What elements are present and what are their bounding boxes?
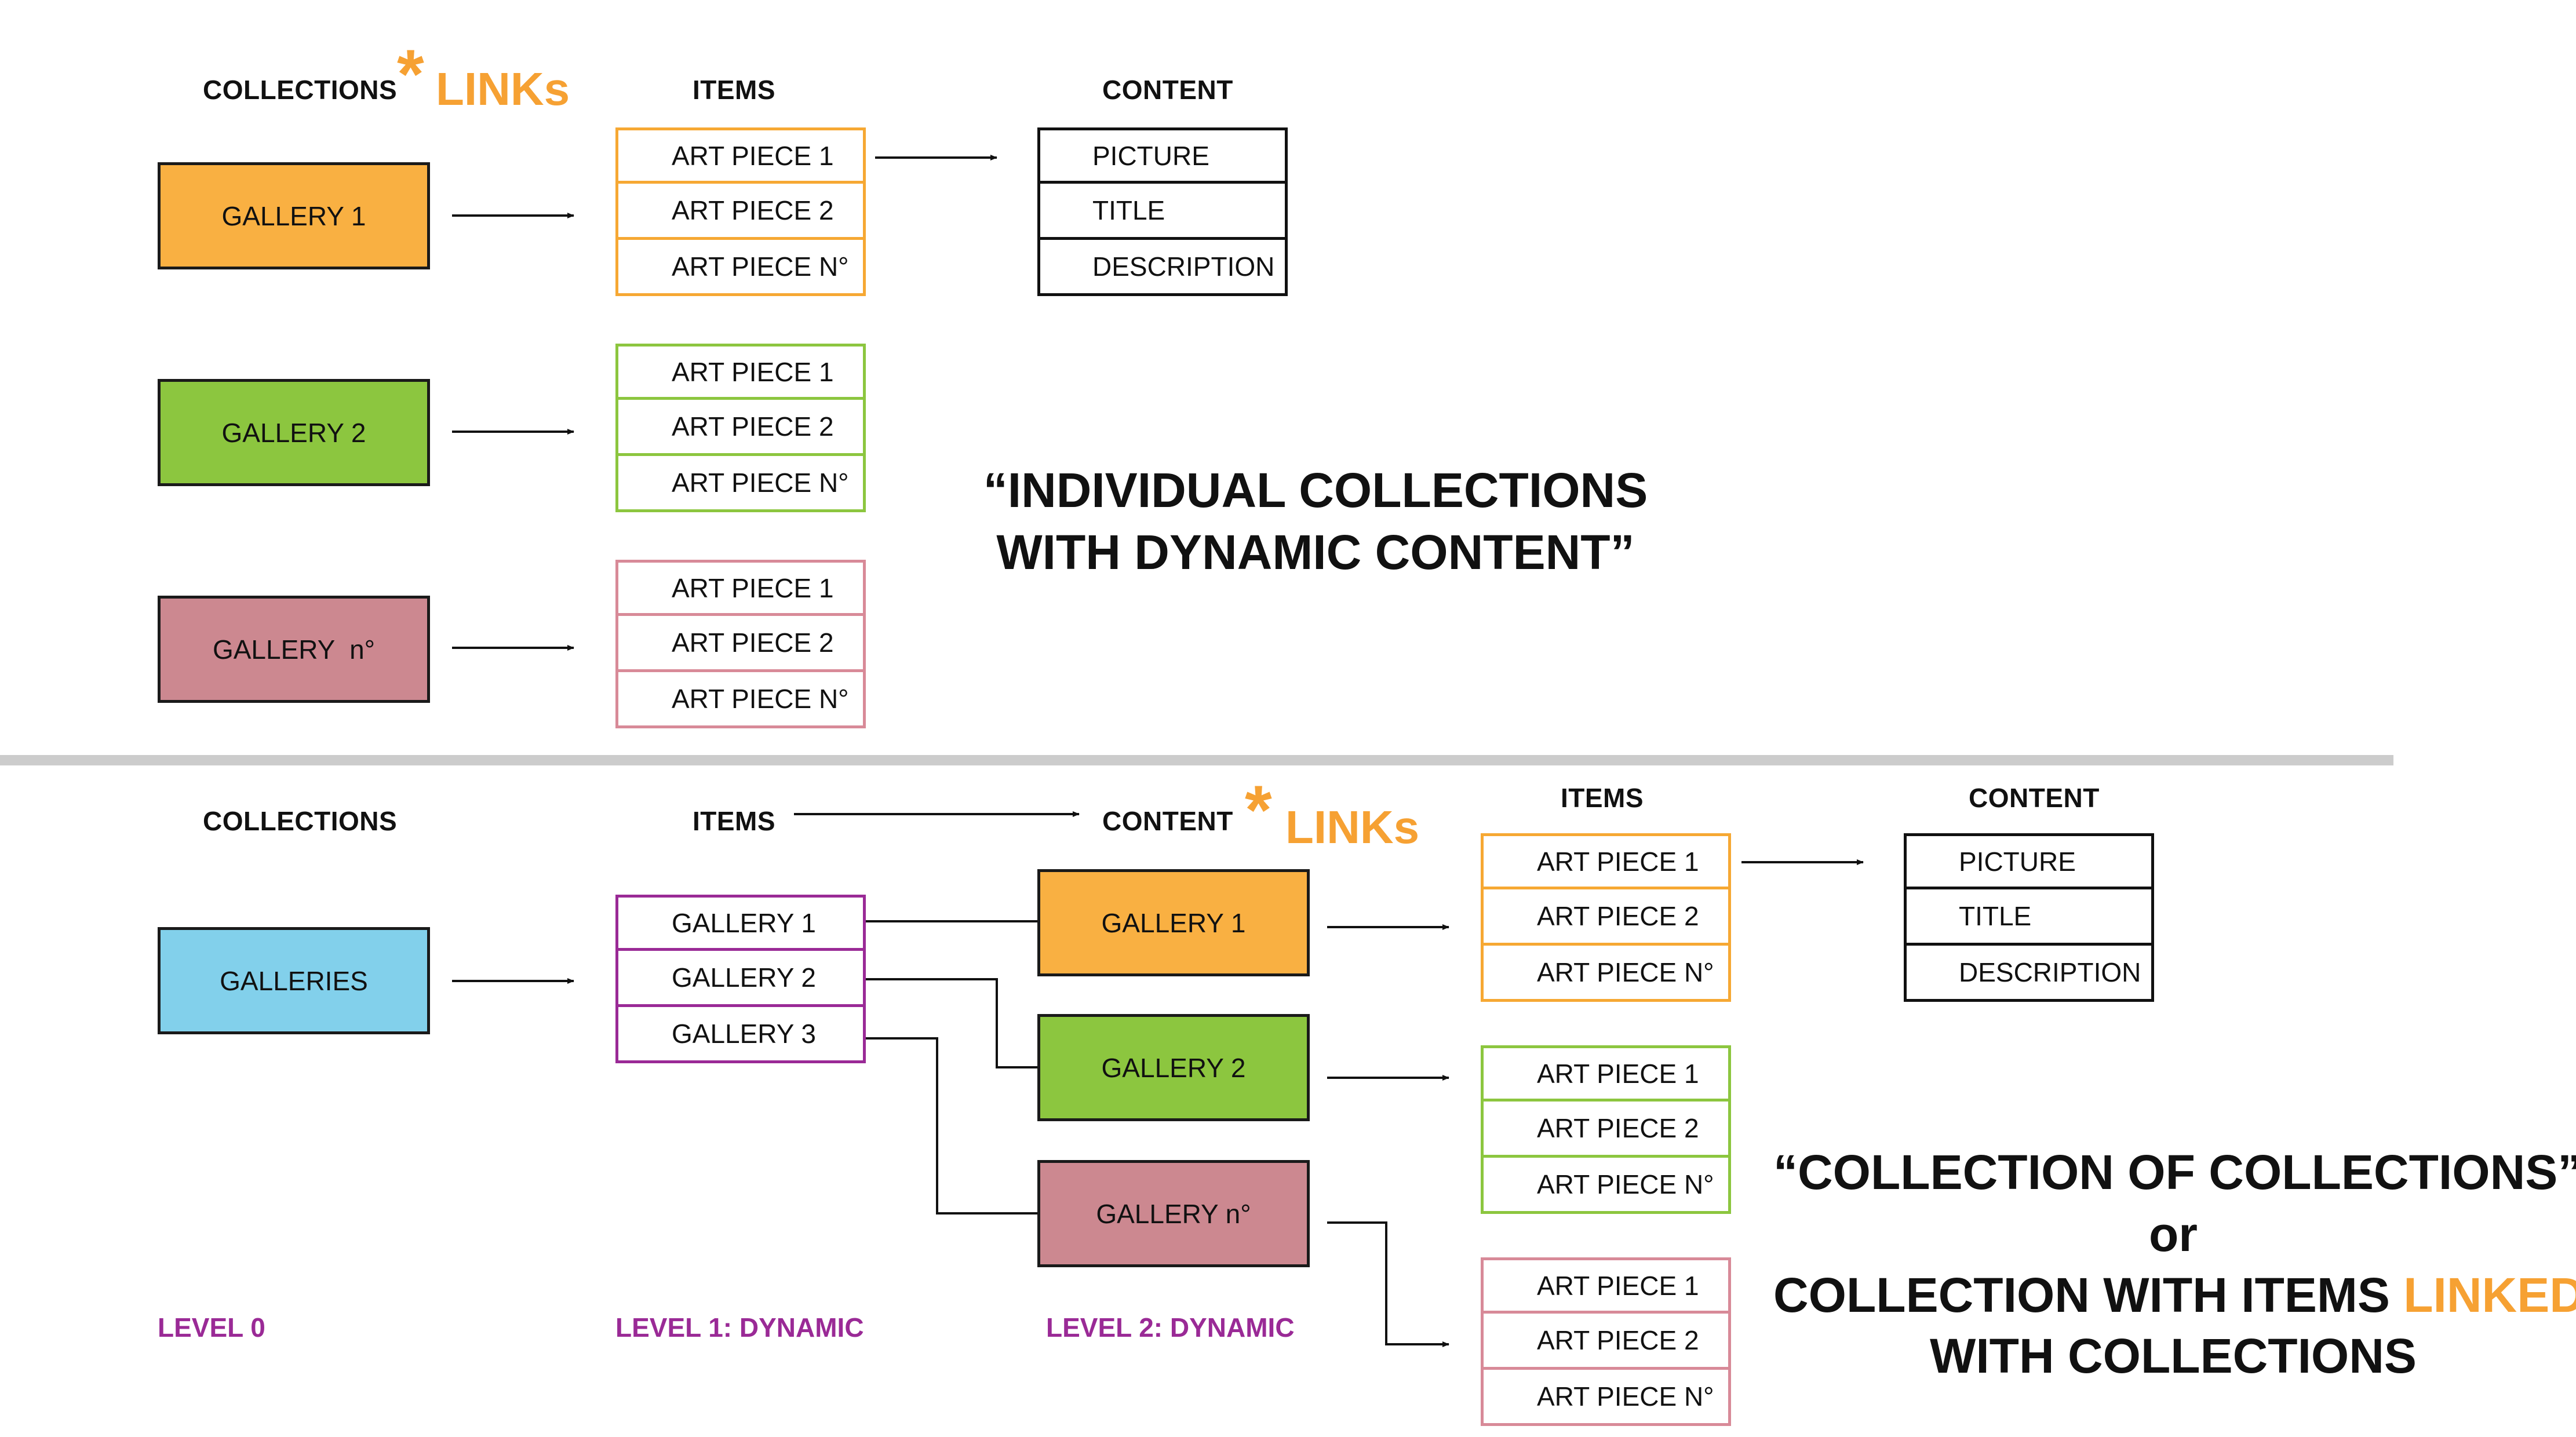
arrow-l2-galleryn-to-items	[1327, 1221, 1449, 1347]
top-title-line-1: “INDIVIDUAL COLLECTIONS	[983, 463, 1648, 517]
header-items-level2: ITEMS	[1561, 783, 1644, 813]
links-label: *	[397, 39, 424, 109]
list-item[interactable]: ART PIECE 2	[615, 616, 866, 672]
list-item[interactable]: ART PIECE N°	[615, 456, 866, 512]
links-label-bottom: *	[1245, 775, 1272, 845]
list-item[interactable]: ART PIECE N°	[615, 240, 866, 296]
title-linked-highlight: LINKED	[2403, 1268, 2576, 1322]
list-item[interactable]: ART PIECE N°	[1481, 946, 1731, 1002]
asterisk-icon: *	[397, 35, 424, 113]
content-field-picture[interactable]: PICTURE	[1037, 127, 1288, 184]
list-item[interactable]: ART PIECE 1	[1481, 1045, 1731, 1102]
header-items-bottom: ITEMS	[693, 806, 776, 836]
l2-items-stack-gallery-1: ART PIECE 1 ART PIECE 2 ART PIECE N°	[1481, 833, 1731, 1002]
list-item[interactable]: ART PIECE 2	[1481, 1314, 1731, 1370]
bottom-title-line-3: COLLECTION WITH ITEMS LINKED	[1773, 1267, 2576, 1323]
gallery-2-box[interactable]: GALLERY 2	[158, 379, 430, 486]
gallery-list-item-1[interactable]: GALLERY 1	[615, 895, 866, 951]
l2-gallery-1-box[interactable]: GALLERY 1	[1037, 869, 1310, 976]
list-item[interactable]: ART PIECE 1	[1481, 833, 1731, 889]
l2-items-stack-gallery-n: ART PIECE 1 ART PIECE 2 ART PIECE N°	[1481, 1257, 1731, 1426]
top-title-line-2: WITH DYNAMIC CONTENT”	[996, 525, 1635, 579]
gallery-n-label: GALLERY n°	[212, 634, 376, 665]
galleries-root-label: GALLERIES	[220, 965, 368, 996]
links-word: LINKs	[436, 63, 570, 115]
gallery-2-label: GALLERY 2	[221, 417, 366, 448]
content-field-description[interactable]: DESCRIPTION	[1037, 240, 1288, 296]
list-item[interactable]: ART PIECE 1	[615, 344, 866, 400]
bottom-title-line-4: WITH COLLECTIONS	[1930, 1329, 2417, 1383]
items-stack-gallery-2: ART PIECE 1 ART PIECE 2 ART PIECE N°	[615, 344, 866, 512]
items-stack-gallery-1: ART PIECE 1 ART PIECE 2 ART PIECE N°	[615, 127, 866, 296]
bottom-title-line-1: “COLLECTION OF COLLECTIONS”	[1773, 1145, 2576, 1199]
content-field-title[interactable]: TITLE	[1904, 889, 2154, 946]
list-item[interactable]: ART PIECE N°	[1481, 1158, 1731, 1214]
bottom-title-line-2: or	[2149, 1207, 2198, 1261]
list-item[interactable]: ART PIECE N°	[615, 672, 866, 728]
l2-gallery-1-label: GALLERY 1	[1101, 907, 1246, 938]
l2-gallery-n-box[interactable]: GALLERY n°	[1037, 1160, 1310, 1267]
content-field-description[interactable]: DESCRIPTION	[1904, 946, 2154, 1002]
gallery-list-item-3[interactable]: GALLERY 3	[615, 1007, 866, 1063]
list-item[interactable]: ART PIECE 1	[615, 127, 866, 184]
title-line-3-prefix: COLLECTION WITH ITEMS	[1773, 1268, 2404, 1322]
links-word-bottom: LINKs	[1285, 801, 1420, 853]
galleries-root-box[interactable]: GALLERIES	[158, 927, 430, 1034]
header-content-level2: CONTENT	[1969, 783, 2100, 813]
l2-gallery-2-box[interactable]: GALLERY 2	[1037, 1014, 1310, 1121]
list-item[interactable]: ART PIECE 1	[615, 560, 866, 616]
header-collections-bottom: COLLECTIONS	[203, 806, 398, 836]
list-item[interactable]: ART PIECE 2	[1481, 1102, 1731, 1158]
gallery-list-stack: GALLERY 1 GALLERY 2 GALLERY 3	[615, 895, 866, 1063]
content-stack-bottom: PICTURE TITLE DESCRIPTION	[1904, 833, 2154, 1002]
l2-items-stack-gallery-2: ART PIECE 1 ART PIECE 2 ART PIECE N°	[1481, 1045, 1731, 1214]
gallery-list-item-2[interactable]: GALLERY 2	[615, 951, 866, 1007]
gallery-1-box[interactable]: GALLERY 1	[158, 162, 430, 269]
list-item[interactable]: ART PIECE 1	[1481, 1257, 1731, 1314]
list-item[interactable]: ART PIECE 2	[615, 184, 866, 240]
asterisk-icon: *	[1245, 771, 1272, 849]
level-0-label: LEVEL 0	[158, 1312, 265, 1343]
header-collections: COLLECTIONS	[203, 75, 398, 105]
list-item[interactable]: ART PIECE 2	[615, 400, 866, 456]
l2-gallery-n-label: GALLERY n°	[1096, 1198, 1251, 1229]
content-stack-top: PICTURE TITLE DESCRIPTION	[1037, 127, 1288, 296]
list-item[interactable]: ART PIECE N°	[1481, 1370, 1731, 1426]
link-gallery2	[863, 978, 1037, 1068]
content-field-title[interactable]: TITLE	[1037, 184, 1288, 240]
header-content: CONTENT	[1102, 75, 1233, 105]
level-2-label: LEVEL 2: DYNAMIC	[1046, 1312, 1295, 1343]
header-items: ITEMS	[693, 75, 776, 105]
gallery-n-box[interactable]: GALLERY n°	[158, 596, 430, 703]
l2-gallery-2-label: GALLERY 2	[1101, 1052, 1246, 1083]
gallery-1-label: GALLERY 1	[221, 200, 366, 231]
header-content-bottom: CONTENT	[1102, 806, 1233, 836]
link-gallery3	[863, 1037, 1037, 1214]
items-stack-gallery-n: ART PIECE 1 ART PIECE 2 ART PIECE N°	[615, 560, 866, 728]
list-item[interactable]: ART PIECE 2	[1481, 889, 1731, 946]
level-1-label: LEVEL 1: DYNAMIC	[615, 1312, 864, 1343]
content-field-picture[interactable]: PICTURE	[1904, 833, 2154, 889]
